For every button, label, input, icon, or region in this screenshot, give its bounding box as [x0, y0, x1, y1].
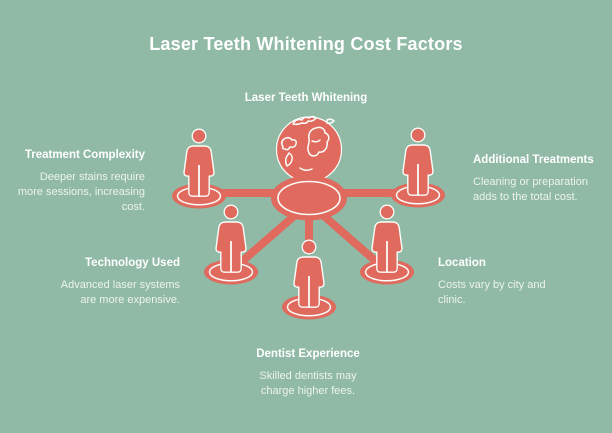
factor-description: Cleaning or preparation adds to the tota…: [473, 176, 588, 203]
person-node-technology-used: [203, 204, 259, 286]
factor-technology-used: Technology Used Advanced laser systems a…: [30, 256, 180, 308]
factor-label: Technology Used: [85, 257, 180, 269]
person-icon: [293, 239, 325, 309]
person-node-dentist-experience: [281, 239, 337, 321]
globe-icon: [275, 115, 343, 183]
page-title: Laser Teeth Whitening Cost Factors: [149, 34, 463, 54]
factor-label: Additional Treatments: [473, 154, 594, 166]
factor-label: Location: [438, 257, 486, 269]
person-icon: [402, 127, 434, 197]
person-icon: [371, 204, 403, 274]
person-node-treatment-complexity: [171, 128, 227, 210]
factor-description: Costs vary by city and clinic.: [438, 279, 546, 306]
hub-pedestal: [271, 175, 347, 221]
hub-label: Laser Teeth Whitening: [244, 92, 368, 104]
factor-description: Deeper stains require more sessions, inc…: [17, 171, 145, 213]
person-node-location: [359, 204, 415, 286]
person-node-additional-treatments: [390, 127, 446, 209]
factor-location: Location Costs vary by city and clinic.: [438, 256, 568, 308]
factor-treatment-complexity: Treatment Complexity Deeper stains requi…: [5, 148, 145, 215]
factor-description: Skilled dentists may charge higher fees.: [259, 370, 357, 397]
factor-additional-treatments: Additional Treatments Cleaning or prepar…: [473, 153, 605, 205]
factor-label: Dentist Experience: [256, 348, 360, 360]
factor-dentist-experience: Dentist Experience Skilled dentists may …: [223, 347, 393, 399]
factor-label: Treatment Complexity: [24, 149, 145, 161]
person-icon: [215, 204, 247, 274]
factor-description: Advanced laser systems are more expensiv…: [60, 279, 180, 306]
person-icon: [183, 128, 215, 198]
